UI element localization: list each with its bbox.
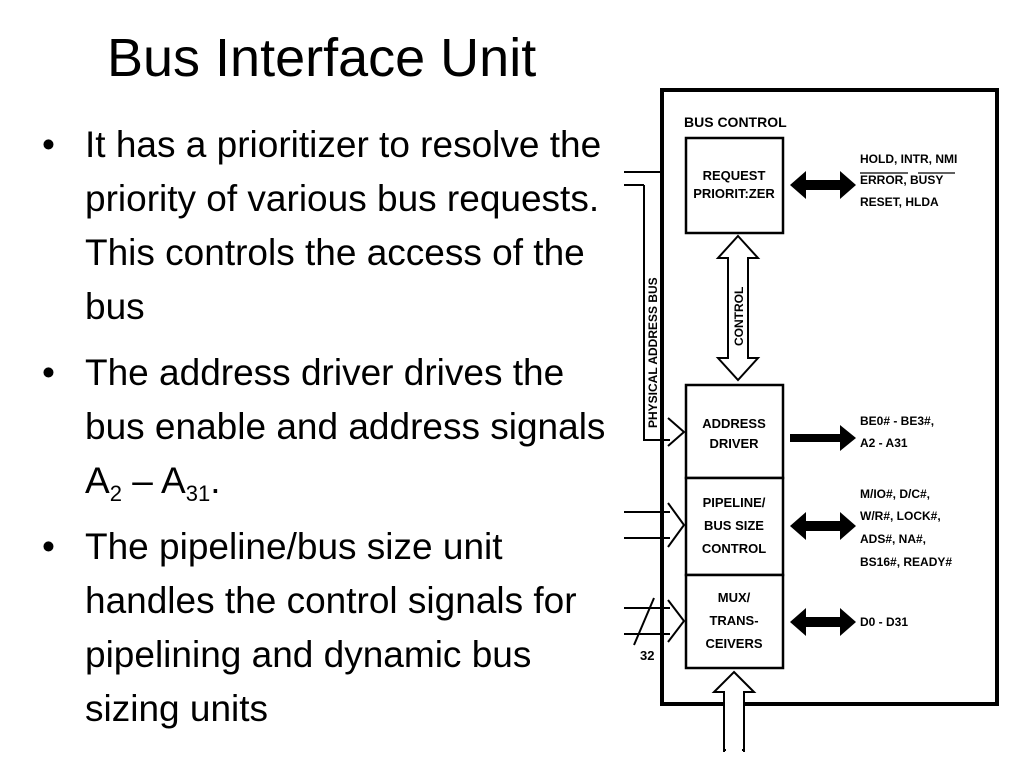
control-arrow: [715, 234, 761, 382]
pipeline-signal-line4: BS16#, READY#: [860, 555, 952, 569]
address-arrow: [790, 425, 856, 451]
address-driver-box: [684, 383, 785, 480]
pipeline-signal-line2: W/R#, LOCK#,: [860, 509, 941, 523]
request-signal-line2: ERROR, BUSY: [860, 173, 943, 187]
physical-address-bus-label: PHYSICAL ADDRESS BUS: [646, 277, 660, 428]
bus-control-label: BUS CONTROL: [684, 114, 787, 130]
mux-line2: TRANS-: [709, 613, 758, 628]
bullet-dot: •: [42, 352, 55, 393]
pipeline-arrow-head: [667, 502, 686, 548]
request-prioritizer-line1: REQUEST: [703, 168, 766, 183]
double-arrow: [790, 512, 856, 540]
bullet-text: .: [210, 460, 221, 501]
bullet-address-driver: • The address driver drives the bus enab…: [40, 346, 620, 508]
slide-title: Bus Interface Unit: [107, 28, 537, 88]
pipeline-line3: CONTROL: [702, 541, 766, 556]
bus-width-label: 32: [640, 648, 654, 663]
pipeline-signal-line1: M/IO#, D/C#,: [860, 487, 930, 501]
request-signal-line3: RESET, HLDA: [860, 195, 939, 209]
subscript: 2: [109, 481, 122, 506]
bullet-text: – A: [121, 460, 186, 501]
channel-arrow-head: [667, 417, 686, 447]
pipeline-box: [684, 476, 785, 577]
request-prioritizer-line2: PRIORIT:ZER: [693, 186, 775, 201]
mux-box: [684, 573, 785, 670]
control-label: CONTROL: [732, 287, 746, 346]
bullet-text: The address driver drives the bus enable…: [85, 352, 606, 501]
bottom-arrow-mask: [726, 705, 742, 753]
pipeline-line2: BUS SIZE: [704, 518, 764, 533]
bullet-list: • It has a prioritizer to resolve the pr…: [40, 118, 620, 748]
address-driver-line2: DRIVER: [709, 436, 759, 451]
address-signal-line1: BE0# - BE3#,: [860, 414, 934, 428]
request-signal-line1: HOLD, INTR, NMI: [860, 152, 957, 166]
subscript: 31: [185, 481, 211, 506]
double-arrow: [790, 171, 856, 199]
bullet-pipeline: • The pipeline/bus size unit handles the…: [40, 520, 620, 736]
bullet-text: The pipeline/bus size unit handles the c…: [85, 526, 577, 729]
request-prioritizer-box: [684, 136, 785, 235]
channel-arrow: [643, 420, 670, 441]
address-driver-line1: ADDRESS: [702, 416, 766, 431]
mux-arrow-head: [667, 599, 686, 643]
bullet-dot: •: [42, 526, 55, 567]
address-signal-line2: A2 - A31: [860, 436, 908, 450]
double-arrow: [790, 608, 856, 636]
bullet-prioritizer: • It has a prioritizer to resolve the pr…: [40, 118, 620, 334]
pipeline-line1: PIPELINE/: [703, 495, 766, 510]
mux-line1: MUX/: [718, 590, 751, 605]
bullet-text: It has a prioritizer to resolve the prio…: [85, 124, 602, 327]
mux-signal-line1: D0 - D31: [860, 615, 908, 629]
bus-width-slash: [633, 597, 655, 646]
mux-line3: CEIVERS: [705, 636, 762, 651]
bus-interface-diagram: BUS CONTROL REQUEST PRIORIT:ZER HOLD, IN…: [624, 88, 999, 753]
pipeline-signal-line3: ADS#, NA#,: [860, 532, 926, 546]
bullet-dot: •: [42, 124, 55, 165]
